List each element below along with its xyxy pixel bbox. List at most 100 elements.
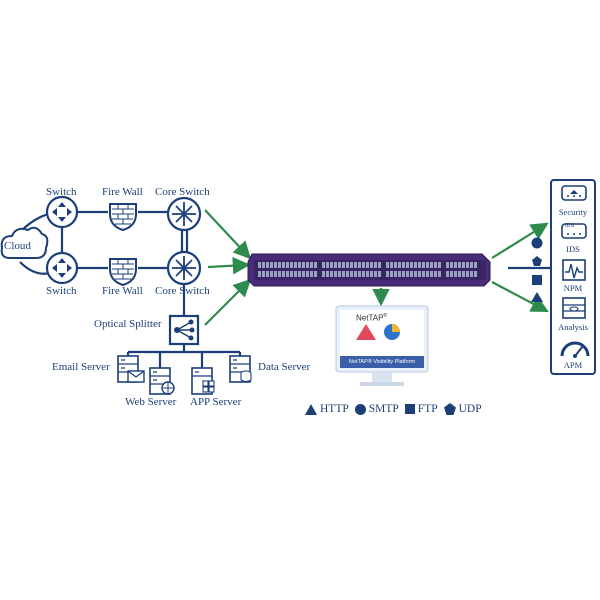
port [342,271,345,277]
port [298,271,301,277]
cloud-icon [0,226,49,259]
app-server-icon [191,367,215,395]
ids-badge-text: IDS [565,223,575,229]
port [298,262,301,268]
port [470,262,473,268]
legend-item-smtp: SMTP [354,403,399,415]
port [294,262,297,268]
port [434,271,437,277]
port [466,271,469,277]
port [462,271,465,277]
nettap-brand: NetTAP [356,313,384,323]
web-server-label: Web Server [125,396,177,408]
port [390,271,393,277]
triangle-packet-icon [531,292,543,302]
port [434,262,437,268]
port [370,271,373,277]
port [410,271,413,277]
port [422,262,425,268]
data-server-icon [229,355,252,383]
port [266,262,269,268]
port [314,262,317,268]
tool-label-analysis: Analysis [558,322,588,332]
nettap-device [247,253,491,287]
port [302,262,305,268]
port [354,262,357,268]
port [418,262,421,268]
port [334,271,337,277]
port [270,262,273,268]
analysis-icon [562,297,586,319]
port [310,271,313,277]
email-server-icon [117,355,145,383]
port [286,271,289,277]
port [258,271,261,277]
platform-banner: NetTAP® Visibility Platform [340,356,424,368]
switch-bottom-icon [45,251,79,285]
nettap-brand-mark: ® [383,313,388,319]
app-server-label: APP Server [190,396,242,408]
port [374,262,377,268]
port [262,262,265,268]
core-switch-bottom-icon [166,250,202,286]
port [454,271,457,277]
port [426,262,429,268]
port [354,271,357,277]
apm-icon [560,341,590,358]
port [402,262,405,268]
legend-label-udp: UDP [458,403,482,415]
switch-top-icon [45,195,79,229]
port [322,271,325,277]
port [278,262,281,268]
port [366,271,369,277]
port [370,262,373,268]
ids-icon [561,223,587,239]
security-icon [561,185,587,201]
port [326,271,329,277]
port [374,271,377,277]
switch-top-label: Switch [46,186,77,198]
port [422,271,425,277]
port [338,271,341,277]
legend-item-udp: UDP [443,403,482,415]
port [326,262,329,268]
legend-label-smtp: SMTP [368,403,399,415]
port [346,271,349,277]
port [302,271,305,277]
port [430,271,433,277]
legend-item-http: HTTP [305,403,349,415]
port [278,271,281,277]
port [386,271,389,277]
triangle-icon [305,403,317,415]
tool-label-security: Security [558,207,588,217]
port [294,271,297,277]
tool-label-apm: APM [563,360,583,370]
nettap-logo: NetTAP® [356,313,387,323]
tool-label-npm: NPM [563,283,583,293]
npm-icon [562,259,586,281]
port [466,262,469,268]
port [362,262,365,268]
port [362,271,365,277]
web-server-icon [149,367,175,395]
port [366,262,369,268]
port [338,262,341,268]
port [350,262,353,268]
port [394,262,397,268]
circle-packet-icon [531,237,543,249]
port [358,262,361,268]
port [282,262,285,268]
core-switch-top-label: Core Switch [155,186,210,198]
port [274,271,277,277]
port [414,262,417,268]
port [426,271,429,277]
port [414,271,417,277]
port [306,262,309,268]
legend-label-ftp: FTP [417,403,438,415]
traffic-arrows [204,209,549,326]
pentagon-icon [443,403,456,415]
triangle-chart-icon [356,324,376,340]
port [378,262,381,268]
tool-label-ids: IDS [566,244,580,254]
port [438,271,441,277]
